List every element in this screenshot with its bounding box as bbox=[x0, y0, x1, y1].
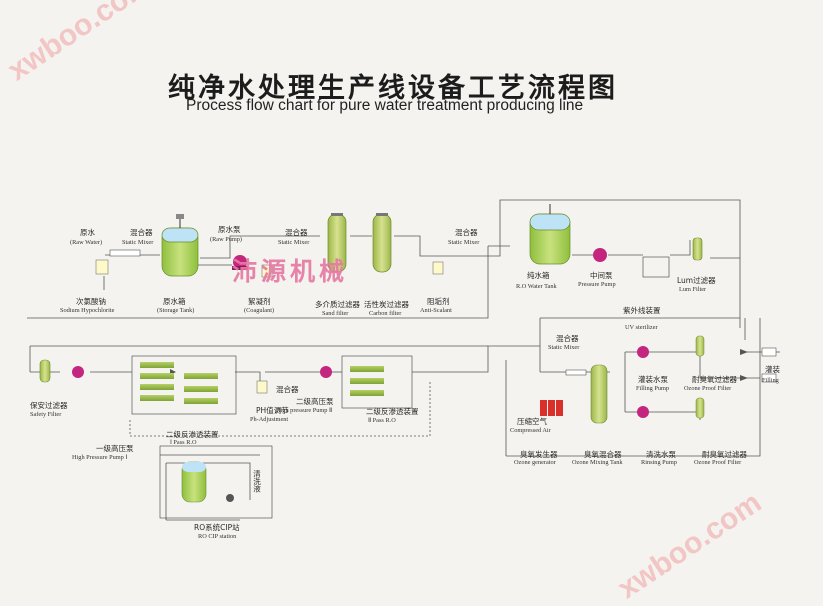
hp-pump-1-label: 一级高压泵 bbox=[96, 444, 134, 453]
uv-label: 紫外线装置 bbox=[623, 306, 661, 315]
cip-en: RO CIP station bbox=[198, 533, 237, 540]
pressure-pump-en: Pressure Pump bbox=[578, 281, 616, 288]
ozone-gen-en: Ozone generator bbox=[514, 459, 556, 466]
ph-label: PH值调节 bbox=[256, 406, 289, 415]
hypochlorite-label: 次氯酸钠 bbox=[76, 297, 106, 306]
anti-scalant-label: 阻垢剂 bbox=[427, 297, 450, 306]
page-subtitle: Process flow chart for pure water treatm… bbox=[186, 97, 584, 114]
cip-station-graphic bbox=[159, 445, 273, 519]
safety-filter-label: 保安过滤器 bbox=[30, 401, 68, 410]
carbon-filter-label: 活性炭过滤器 bbox=[364, 300, 409, 309]
raw-water-en: (Raw Water) bbox=[70, 239, 103, 246]
ro2-label: 二级反渗透装置 bbox=[366, 407, 419, 416]
static-mixer-1-en: Static Mixer bbox=[122, 239, 154, 246]
hp-pump-2-label: 二级高压泵 bbox=[296, 397, 334, 406]
raw-pump-en: (Raw Pump) bbox=[210, 236, 243, 243]
rinsing-pump-en: Rinsing Pump bbox=[641, 459, 677, 466]
page-title: 纯净水处理生产线设备工艺流程图 bbox=[168, 73, 618, 104]
ro1-label: 二级反渗透装置 bbox=[166, 430, 219, 439]
raw-water-label: 原水 bbox=[80, 228, 95, 237]
raw-pump-label: 原水泵 bbox=[218, 225, 241, 234]
hypochlorite-en: Sodium Hypochlorite bbox=[60, 307, 115, 314]
filling-pump-en: Filling Pump bbox=[636, 385, 670, 392]
anti-scalant-en: Anti-Scalant bbox=[420, 307, 452, 314]
safety-filter-en: Safety Filter bbox=[30, 411, 62, 418]
brand-overlay: 沛源机械 bbox=[232, 257, 349, 286]
lum-filter-label: Lum过滤器 bbox=[677, 276, 716, 285]
static-mixer-3-label: 混合器 bbox=[455, 228, 478, 237]
cip-wash-label: 清洗液 bbox=[252, 470, 262, 493]
static-mixer-1-label: 混合器 bbox=[130, 228, 153, 237]
ozone-filter-2-label: 耐臭氧过滤器 bbox=[702, 450, 747, 459]
raw-pump-graphic bbox=[232, 255, 248, 270]
static-mixer-3-en: Static Mixer bbox=[448, 239, 480, 246]
coagulant-en: (Coagulant) bbox=[244, 307, 275, 314]
storage-tank-en: (Storage Tank) bbox=[157, 307, 195, 314]
ozone-filter-1-en: Ozone Proof Filter bbox=[684, 385, 732, 392]
sand-filter-en: Sand filter bbox=[322, 310, 349, 317]
ozone-tank-en: Ozone Mixing Tank bbox=[572, 459, 623, 466]
static-mixer-2-label: 混合器 bbox=[285, 228, 308, 237]
ro2-en: Ⅱ Pass R.O bbox=[368, 417, 396, 424]
ozone-filter-2-en: Ozone Proof Filter bbox=[694, 459, 742, 466]
static-mixer-2-en: Static Mixer bbox=[278, 239, 310, 246]
compressed-air-label: 压缩空气 bbox=[517, 417, 547, 426]
mixer-4-label: 混合器 bbox=[556, 334, 579, 343]
storage-tank-graphic bbox=[161, 214, 199, 277]
rinsing-pump-label: 清洗水泵 bbox=[646, 450, 676, 459]
carbon-filter-en: Carbon filter bbox=[369, 310, 402, 317]
ph-en: Ph-Adjustment bbox=[250, 416, 289, 423]
ro-stage-1-graphic bbox=[131, 355, 237, 415]
ozone-tank-label: 臭氧混合器 bbox=[584, 450, 622, 459]
ro-tank-label: 纯水箱 bbox=[527, 271, 550, 280]
filling-en: Filling bbox=[762, 377, 779, 384]
uv-en: UV sterilizer bbox=[625, 324, 658, 331]
sand-filter-label: 多介质过滤器 bbox=[315, 300, 360, 309]
hp-pump-2-en: High pressure Pump Ⅱ bbox=[276, 407, 333, 414]
mixer-4-en: Static Mixer bbox=[548, 344, 580, 351]
ro-water-tank-graphic bbox=[529, 204, 571, 265]
storage-tank-label: 原水箱 bbox=[163, 297, 186, 306]
ozone-gen-label: 臭氧发生器 bbox=[520, 450, 558, 459]
pressure-pump-label: 中间泵 bbox=[590, 271, 613, 280]
ro-tank-en: R.O Water Tank bbox=[516, 283, 557, 290]
lum-filter-en: Lum Filter bbox=[679, 286, 707, 293]
ozone-filter-1-label: 耐臭氧过滤器 bbox=[692, 375, 737, 384]
compressed-air-en: Compressed Air bbox=[510, 427, 551, 434]
ro1-en: Ⅰ Pass R.O bbox=[170, 439, 197, 446]
cip-label: RO系统CIP站 bbox=[194, 523, 240, 532]
filling-pump-label: 灌装水泵 bbox=[638, 375, 668, 384]
ro-stage-2-graphic bbox=[341, 355, 413, 409]
coagulant-label: 絮凝剂 bbox=[248, 297, 271, 306]
mixer-5-label: 混合器 bbox=[276, 385, 299, 394]
hp-pump-1-en: High Pressure Pump Ⅰ bbox=[72, 454, 128, 461]
filling-label: 灌装 bbox=[765, 365, 780, 374]
